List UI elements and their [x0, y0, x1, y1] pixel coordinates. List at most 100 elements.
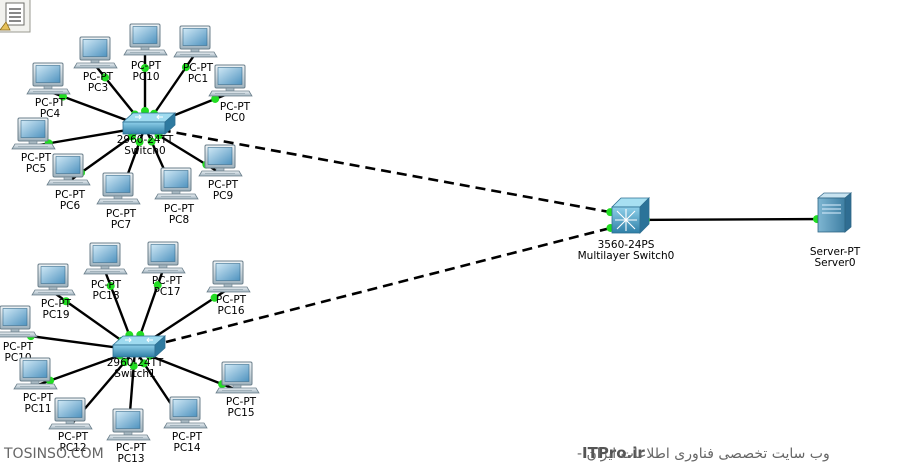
- link-pc19-end-a: [62, 297, 71, 306]
- pc-label-pc16-line: PC-PT: [216, 294, 247, 306]
- pc-label-pc11-line: PC-PT: [23, 392, 54, 404]
- pc-label-pc6-line: PC6: [60, 200, 81, 212]
- pc-label-pc5-line: PC5: [26, 163, 46, 175]
- pc-icon[interactable]: [96, 172, 141, 205]
- pc-icon[interactable]: [0, 305, 38, 338]
- pc-label-pc0-line: PC-PT: [220, 101, 251, 113]
- pc-label-pc8-line: PC-PT: [164, 203, 195, 215]
- link-pc8-end-b: [147, 137, 156, 146]
- pc-icon[interactable]: [206, 260, 251, 293]
- pc-label-pc4-line: PC-PT: [35, 97, 66, 109]
- link-pc7-end-b: [135, 138, 144, 147]
- watermark: TOSINSO.COM ITPro.ir وب سایت تخصصی فناور…: [3, 444, 830, 462]
- watermark-site: ITPro.ir: [582, 444, 645, 462]
- note-tool-icon[interactable]: [0, 0, 31, 33]
- pc-label-pc16-line: PC16: [217, 305, 244, 317]
- pc-icon[interactable]: [83, 242, 128, 275]
- pc-label-pc1-line: PC1: [188, 73, 208, 85]
- link-pc18-end-a: [106, 281, 115, 290]
- switch-label-sw1-line: Switch1: [114, 368, 155, 380]
- switch-label-sw1-line: 2960-24TT: [107, 357, 164, 369]
- link-pc3-end-a: [101, 73, 110, 82]
- multilayer-switch-label-line: 3560-24PS: [598, 239, 655, 251]
- pc-label-pc10b-line: PC-PT: [3, 341, 34, 353]
- link-switch1-mls[interactable]: [134, 222, 627, 352]
- pc-label-pc4-line: PC4: [40, 108, 61, 120]
- pc-label-pc0-line: PC0: [225, 112, 245, 124]
- link-switch0-mls[interactable]: [144, 125, 627, 217]
- pc-icon[interactable]: [26, 62, 71, 95]
- pc-label-pc5-line: PC-PT: [21, 152, 52, 164]
- multilayer-switch-icon[interactable]: [611, 197, 650, 234]
- pc-label-pc19-line: PC19: [42, 309, 69, 321]
- pc-icon[interactable]: [208, 64, 253, 97]
- link-pc14-end-b: [139, 359, 148, 368]
- pc-label-pc15-line: PC-PT: [226, 396, 257, 408]
- pc-label-pc17-line: PC17: [153, 286, 180, 298]
- watermark-left: TOSINSO.COM: [3, 446, 104, 462]
- switch-icon[interactable]: [122, 112, 176, 135]
- pc-label-pc10-line: PC-PT: [131, 60, 162, 72]
- pc-label-pc9-line: PC-PT: [208, 179, 239, 191]
- pc-label-pc15-line: PC15: [227, 407, 254, 419]
- pc-icon[interactable]: [173, 25, 218, 58]
- switch-icon[interactable]: [112, 335, 166, 358]
- pc-label-pc13-line: PC13: [117, 453, 144, 465]
- pc-label-pc1-line: PC-PT: [183, 62, 214, 74]
- pc-icon[interactable]: [106, 408, 151, 441]
- pc-label-pc17-line: PC-PT: [152, 275, 183, 287]
- pc-icon[interactable]: [215, 361, 260, 394]
- pc-icon[interactable]: [123, 23, 168, 56]
- link-pc13-end-b: [129, 361, 138, 370]
- pc-icon[interactable]: [31, 263, 76, 296]
- pc-icon[interactable]: [141, 241, 186, 274]
- pc-label-pc14-line: PC14: [173, 442, 200, 454]
- pc-icon[interactable]: [73, 36, 118, 69]
- pc-label-pc3-line: PC3: [88, 82, 108, 94]
- pc-icon[interactable]: [48, 397, 93, 430]
- switch-label-sw0-line: 2960-24TT: [117, 134, 174, 146]
- watermark-tagline: وب سایت تخصصی فناوری اطلاعات ایران -: [577, 446, 830, 462]
- multilayer-switch-label-line: Multilayer Switch0: [578, 250, 675, 262]
- pc-icon[interactable]: [154, 167, 199, 200]
- pc-icon[interactable]: [11, 117, 56, 150]
- server-icon[interactable]: [817, 192, 852, 233]
- pc-label-pc14-line: PC-PT: [172, 431, 203, 443]
- switch-label-sw0-line: Switch0: [124, 145, 165, 157]
- server-label-line: Server-PT: [810, 246, 861, 258]
- pc-icon[interactable]: [13, 357, 58, 390]
- pc-label-pc9-line: PC9: [213, 190, 233, 202]
- pc-label-pc7-line: PC7: [111, 219, 131, 231]
- pc-label-pc8-line: PC8: [169, 214, 189, 226]
- pc-icon[interactable]: [198, 144, 243, 177]
- link-pc10-end-a: [141, 64, 149, 72]
- pc-icon[interactable]: [163, 396, 208, 429]
- pc-label-pc7-line: PC-PT: [106, 208, 137, 220]
- link-mls-server[interactable]: [629, 217, 834, 222]
- pc-label-pc3-line: PC-PT: [83, 71, 114, 83]
- pc-label-pc12-line: PC12: [59, 442, 86, 454]
